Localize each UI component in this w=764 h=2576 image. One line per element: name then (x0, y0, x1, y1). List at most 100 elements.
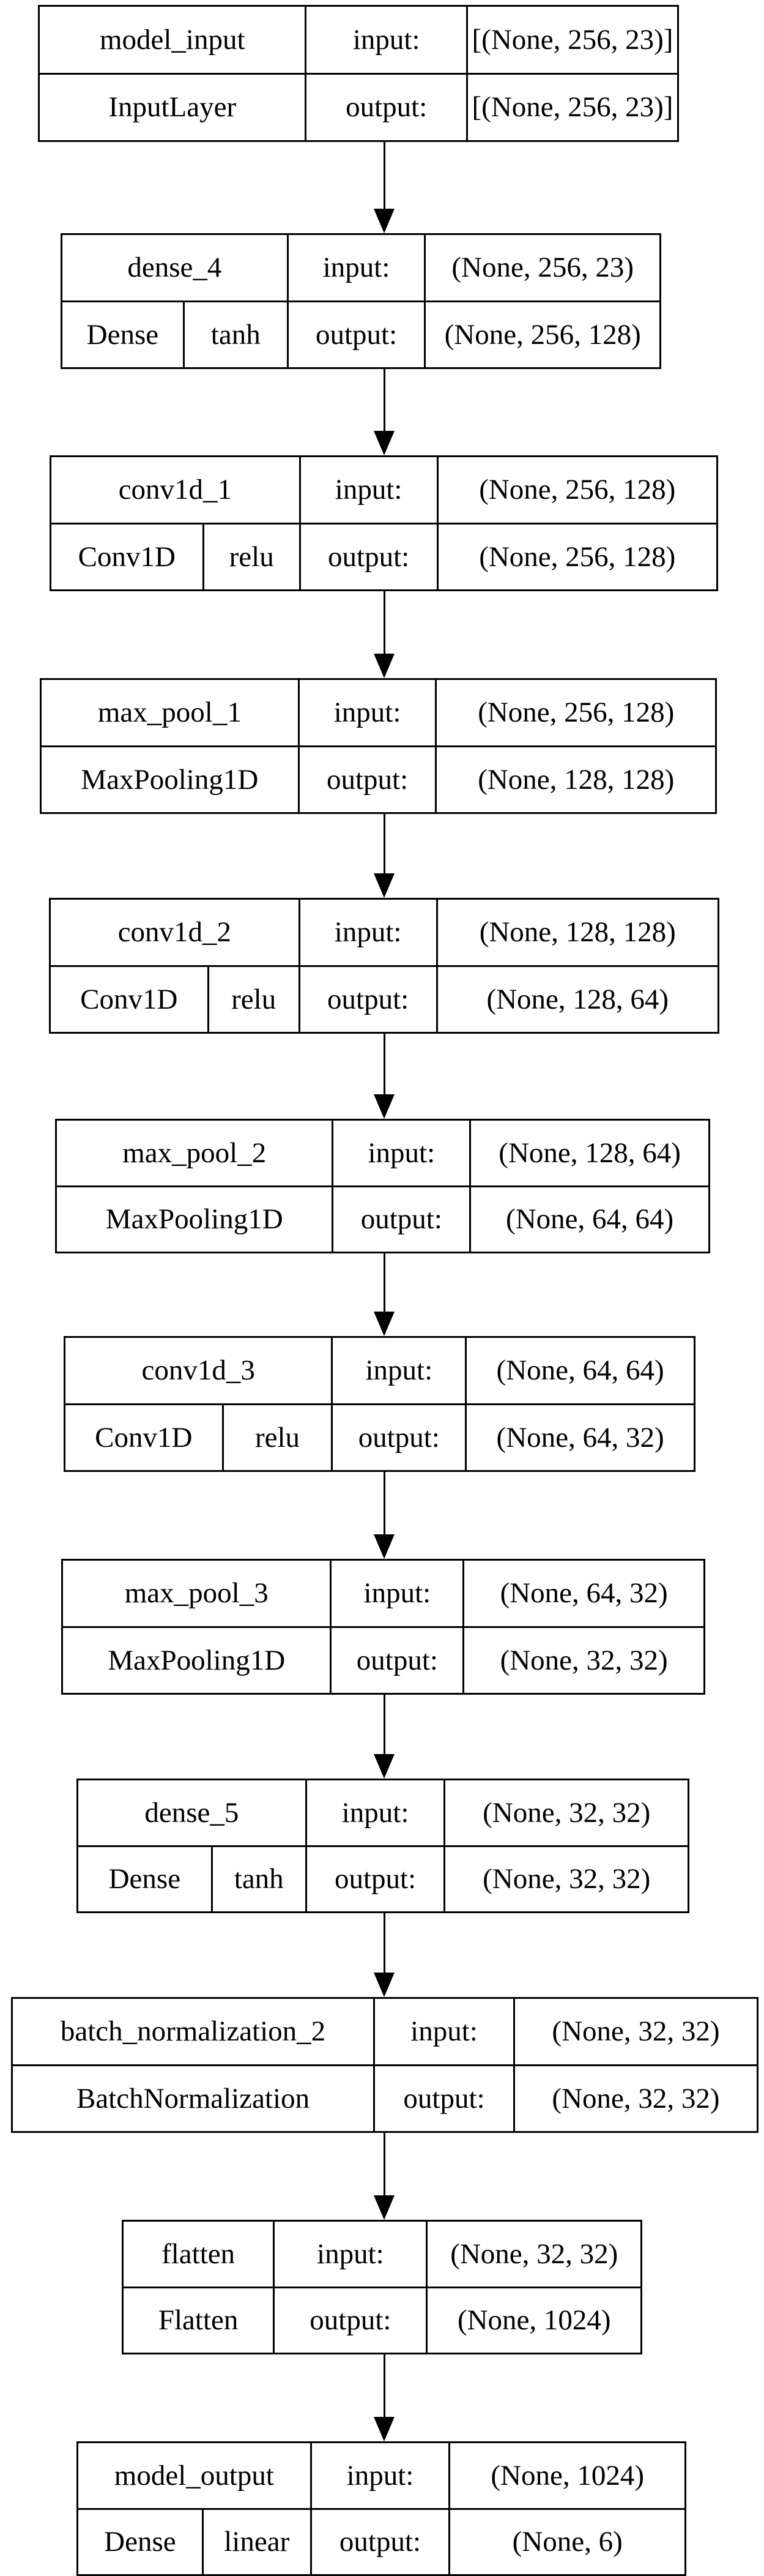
output-label: output: (373, 2066, 513, 2131)
input-label: input: (373, 1999, 513, 2064)
layer-name: max_pool_1 (97, 696, 242, 729)
input-shape: (None, 256, 23) (424, 235, 659, 301)
input-label: input: (299, 457, 437, 523)
output-label: output: (332, 1187, 469, 1252)
layer-type: Conv1D (80, 983, 178, 1015)
layer-activation: linear (201, 2509, 310, 2574)
input-label: input: (332, 1121, 469, 1185)
layer-type: Dense (108, 1863, 181, 1895)
layer-type: Conv1D (78, 540, 176, 573)
arrowhead-icon (374, 1754, 395, 1779)
arrowhead-icon (374, 654, 395, 678)
connector-arrow (384, 1253, 385, 1313)
layer-type: Dense (104, 2526, 176, 2558)
layer-type: BatchNormalization (76, 2082, 310, 2115)
arrowhead-icon (374, 209, 395, 233)
input-label: input: (298, 900, 436, 965)
connector-arrow (384, 814, 385, 875)
connector-arrow (384, 2354, 385, 2418)
output-label: output: (305, 1846, 444, 1911)
layer-name: model_input (99, 23, 245, 56)
output-shape: (None, 32, 32) (443, 1846, 688, 1911)
connector-arrow (384, 1472, 385, 1536)
layer-activation: tanh (182, 302, 287, 367)
output-shape: (None, 1024) (426, 2288, 640, 2353)
arrowhead-icon (374, 1534, 395, 1559)
arrowhead-icon (374, 1312, 395, 1336)
layer-activation: relu (221, 1405, 332, 1470)
layer-name: conv1d_2 (117, 916, 232, 949)
arrowhead-icon (374, 2195, 395, 2220)
input-shape: (None, 64, 64) (465, 1338, 694, 1403)
layer-name: model_output (114, 2459, 274, 2492)
arrowhead-icon (374, 873, 395, 898)
connector-arrow (384, 1034, 385, 1096)
output-shape: (None, 256, 128) (436, 524, 716, 589)
input-label: input: (286, 235, 425, 301)
layer-type: MaxPooling1D (81, 763, 259, 796)
input-shape: [(None, 256, 23)] (465, 7, 677, 73)
input-shape: (None, 256, 128) (435, 680, 715, 745)
output-shape: (None, 6) (448, 2509, 684, 2574)
input-shape: (None, 128, 64) (469, 1121, 708, 1185)
input-label: input: (310, 2443, 449, 2508)
input-shape: (None, 32, 32) (426, 2222, 640, 2287)
arrowhead-icon (374, 1094, 395, 1119)
layer-activation: tanh (210, 1846, 305, 1911)
layer-name: dense_5 (144, 1796, 239, 1829)
input-label: input: (331, 1338, 465, 1403)
output-label: output: (305, 74, 465, 140)
output-shape: [(None, 256, 23)] (465, 74, 677, 140)
layer-top-row: conv1d_3 input:(None, 64, 64) (65, 1338, 694, 1403)
arrowhead-icon (374, 431, 395, 455)
layer-name: max_pool_2 (122, 1137, 267, 1169)
connector-arrow (384, 142, 385, 210)
layer-name: conv1d_3 (141, 1354, 255, 1387)
output-label: output: (330, 1627, 462, 1693)
input-label: input: (273, 2222, 426, 2287)
output-shape: (None, 128, 64) (436, 966, 718, 1032)
output-label: output: (299, 524, 437, 589)
layer-name: max_pool_3 (124, 1577, 269, 1610)
arrowhead-icon (374, 1973, 395, 1997)
output-label: output: (273, 2288, 426, 2353)
layer-activation: relu (202, 524, 299, 589)
output-shape: (None, 128, 128) (435, 747, 715, 812)
connector-arrow (384, 1695, 385, 1755)
input-shape: (None, 32, 32) (513, 1999, 757, 2064)
output-shape: (None, 64, 64) (469, 1187, 708, 1252)
output-label: output: (331, 1405, 465, 1470)
layer-activation: relu (207, 966, 299, 1032)
layer-name: flatten (161, 2238, 236, 2270)
input-shape: (None, 256, 128) (436, 457, 716, 523)
output-shape: (None, 256, 128) (424, 302, 659, 367)
output-shape: (None, 32, 32) (462, 1627, 703, 1693)
